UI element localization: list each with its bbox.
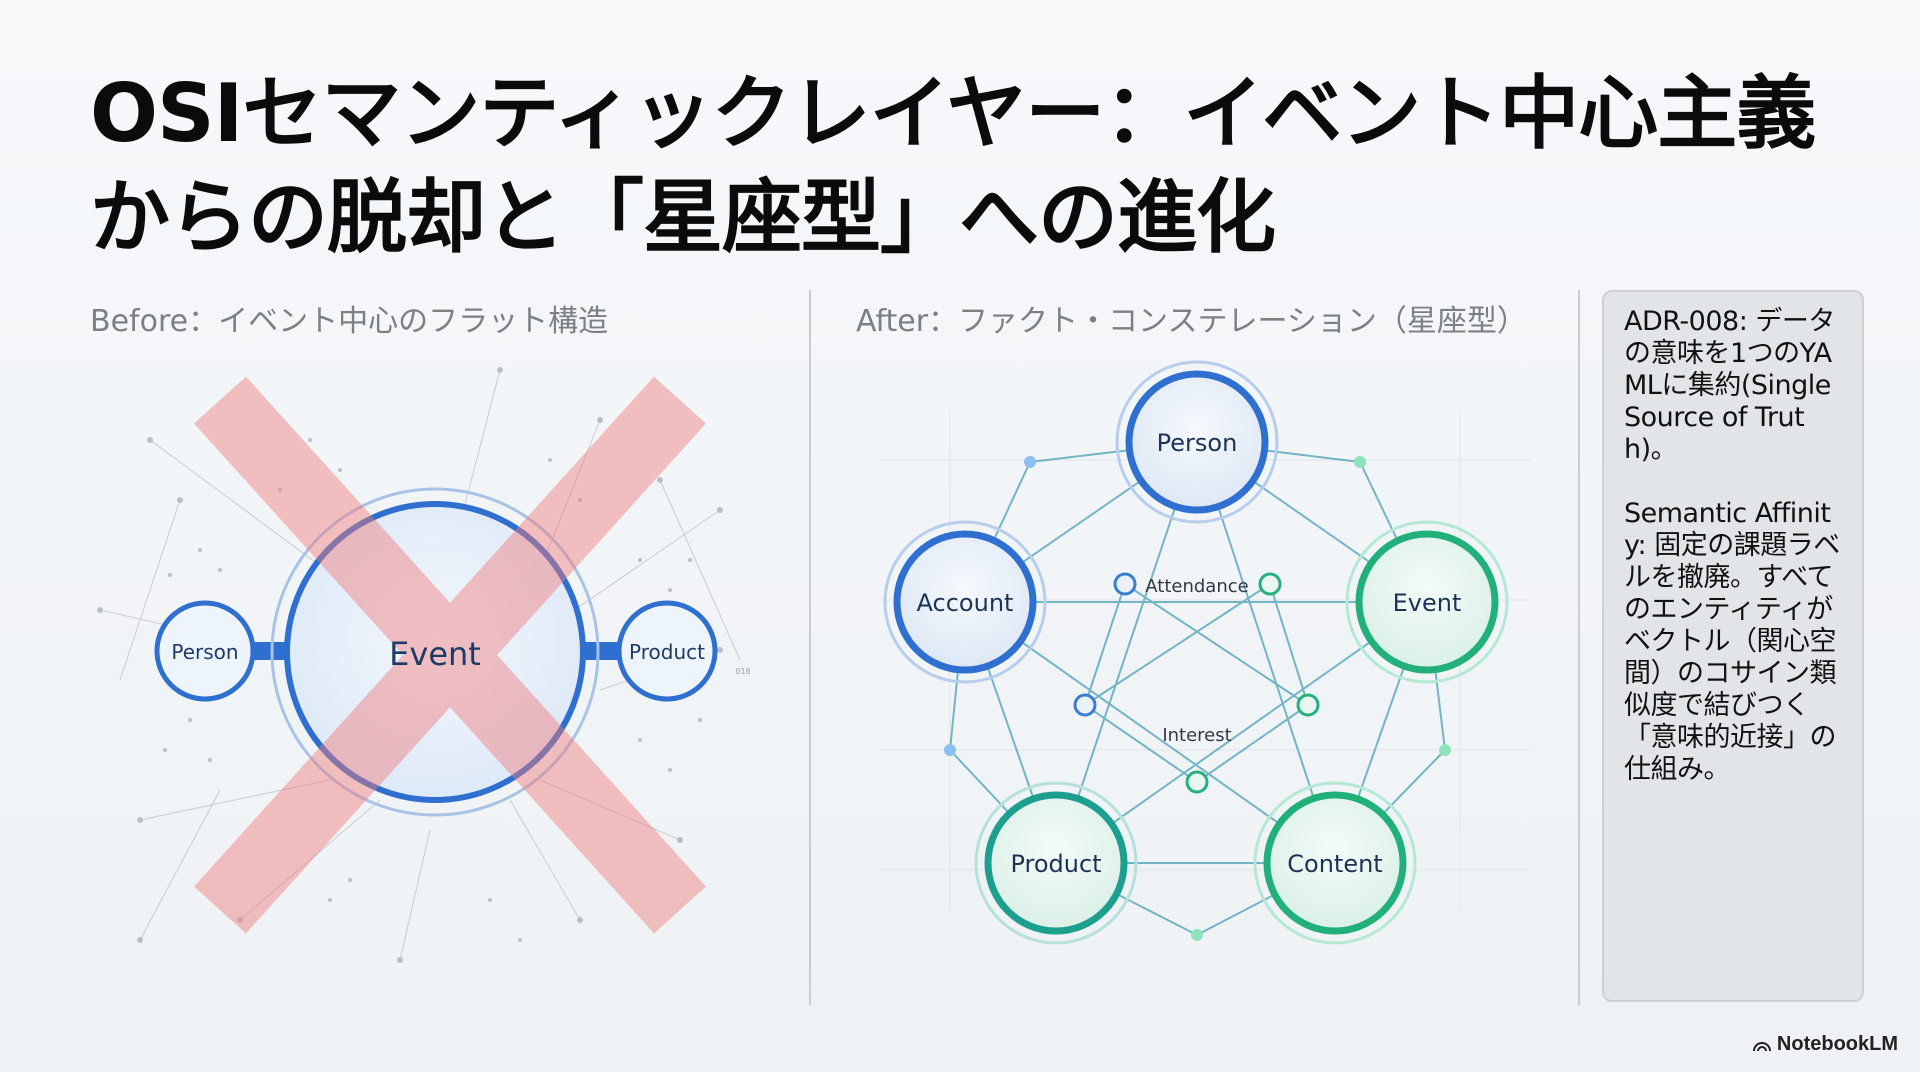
brand-name: NotebookLM [1776, 1033, 1898, 1055]
event-node [284, 501, 586, 803]
small-annotation: 018 [735, 667, 750, 676]
divider-left [809, 290, 811, 1005]
attendance-label: Attendance [1145, 576, 1248, 597]
node-person-label: Person [1157, 429, 1238, 457]
node-account [883, 520, 1047, 684]
node-account-label: Account [917, 589, 1014, 617]
after-label: After：ファクト・コンステレーション（星座型） [856, 304, 1527, 339]
node-event [1345, 520, 1509, 684]
adr-note-panel: ADR-008: データの意味を1つのYAMLに集約(Single Source… [1602, 290, 1864, 1002]
node-content-label: Content [1287, 850, 1382, 878]
node-content [1253, 781, 1417, 945]
link-nodes [944, 456, 1451, 941]
after-diagram: Person Account Event Product Content Att… [880, 360, 1530, 945]
product-node-label: Product [629, 640, 705, 664]
event-outer-ring [270, 487, 600, 817]
node-product [974, 781, 1138, 945]
event-node-label: Event [389, 635, 481, 673]
node-product-label: Product [1010, 850, 1101, 878]
title-line-1: OSIセマンティックレイヤー：イベント中心主義 [90, 67, 1816, 160]
person-node-label: Person [171, 640, 238, 664]
page-title: OSIセマンティックレイヤー：イベント中心主義 からの脱却と「星座型」への進化 [90, 62, 1850, 270]
background-dots [97, 367, 723, 963]
title-line-2: からの脱却と「星座型」への進化 [90, 171, 1276, 264]
product-node [616, 600, 718, 702]
node-person [1115, 360, 1279, 524]
note-adr-008: ADR-008: データの意味を1つのYAMLに集約(Single Source… [1624, 306, 1835, 465]
brand-footer: NotebookLM [1752, 1033, 1898, 1056]
divider-right [1578, 290, 1580, 1005]
before-diagram: Event Person Product 018 [97, 367, 751, 963]
interest-label: Interest [1162, 725, 1231, 746]
note-semantic-affinity: Semantic Affinity: 固定の課題ラベルを撤廃。すべてのエンティテ… [1624, 498, 1840, 785]
person-node [154, 600, 256, 702]
node-event-label: Event [1393, 589, 1462, 617]
rejection-cross [194, 376, 706, 934]
before-label: Before：イベント中心のフラット構造 [90, 304, 609, 339]
notebooklm-logo-icon [1752, 1041, 1771, 1051]
